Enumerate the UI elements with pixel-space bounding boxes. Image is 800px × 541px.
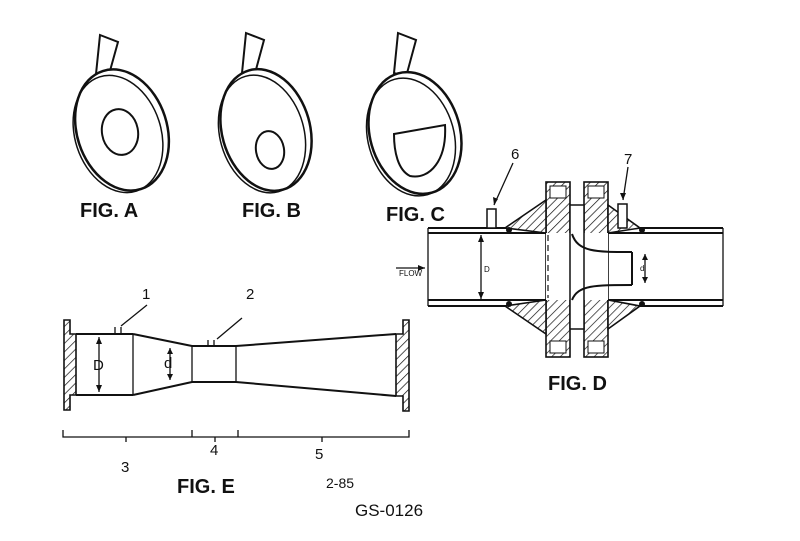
section-5-label: 5 — [315, 446, 323, 463]
drawing-id: GS-0126 — [355, 501, 423, 520]
callout-7: 7 — [624, 151, 632, 168]
date-code: 2-85 — [326, 475, 354, 491]
fig-e-dim-D: D — [93, 357, 104, 374]
fig-a-caption: FIG. A — [80, 200, 138, 222]
fig-c-segmental-plate — [365, 31, 463, 197]
flow-label: FLOW — [399, 269, 423, 278]
fig-e-venturi-tube — [62, 304, 410, 442]
section-3-label: 3 — [121, 459, 129, 476]
fig-d-dim-d: d — [640, 264, 644, 273]
fig-d-flanged-orifice-assembly — [396, 162, 724, 358]
fig-d-dim-D: D — [484, 265, 490, 274]
callout-2: 2 — [246, 286, 254, 303]
fig-d-caption: FIG. D — [548, 373, 607, 395]
fig-b-caption: FIG. B — [242, 200, 301, 222]
fig-c-caption: FIG. C — [386, 204, 445, 226]
fig-e-caption: FIG. E — [177, 476, 235, 498]
callout-1: 1 — [142, 286, 150, 303]
section-4-label: 4 — [210, 442, 218, 459]
callout-6: 6 — [511, 146, 519, 163]
fig-b-eccentric-plate — [217, 31, 313, 194]
fig-e-dim-d: d — [164, 355, 172, 372]
fig-a-concentric-plate — [72, 33, 171, 194]
